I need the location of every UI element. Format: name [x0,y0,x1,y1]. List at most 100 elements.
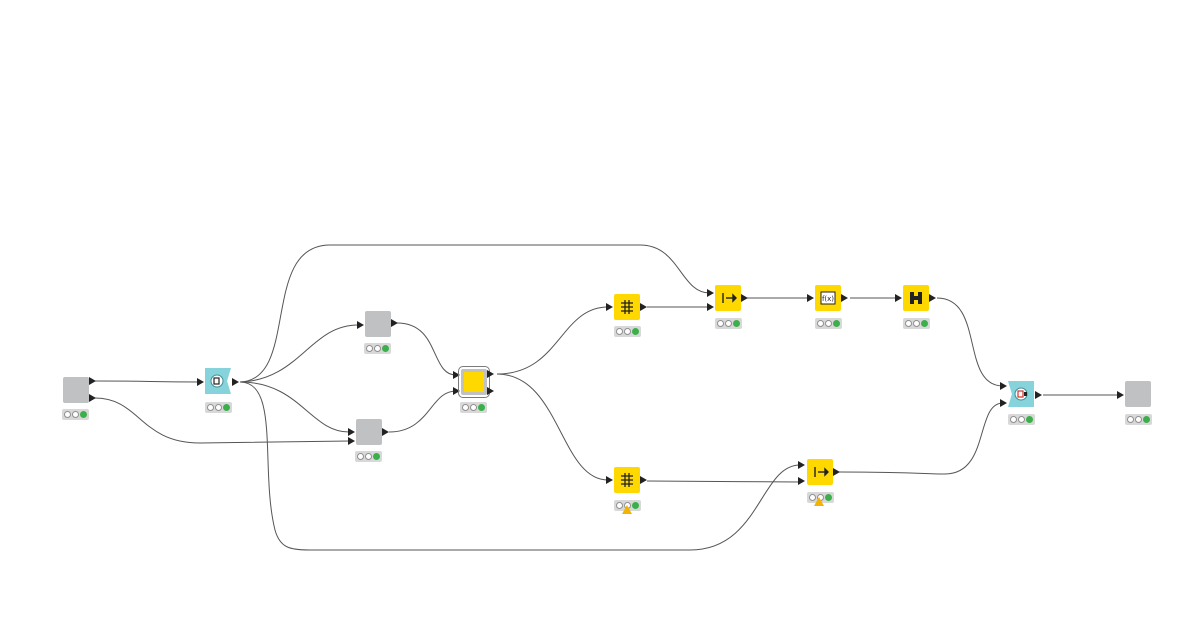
column-appender-node[interactable] [715,285,741,311]
node-status-traffic-light [62,409,89,420]
output-port[interactable] [487,370,494,378]
output-port[interactable] [640,476,647,484]
loop-end-node[interactable] [1008,381,1034,407]
column-filter-node[interactable] [614,467,640,493]
input-port[interactable] [606,476,613,484]
output-port[interactable] [487,387,494,395]
status-led-off [725,320,732,327]
status-led-off [374,345,381,352]
status-led-executed [382,345,389,352]
component-node-3[interactable] [365,311,391,337]
input-port[interactable] [798,477,805,485]
node-status-traffic-light [715,318,742,329]
connection-n9-n12 [936,297,1004,387]
status-led-off [1135,416,1142,423]
warning-icon[interactable] [814,497,824,506]
column-filter-icon [621,473,633,487]
node-status-traffic-light [815,318,842,329]
output-port[interactable] [741,294,748,302]
status-led-executed [373,453,380,460]
input-port[interactable] [798,461,805,469]
connection-n10-n11 [646,480,801,483]
status-led-executed [825,494,832,501]
input-port[interactable] [606,303,613,311]
output-port[interactable] [841,294,848,302]
math-formula-node[interactable]: f(x) [815,285,841,311]
status-led-executed [733,320,740,327]
status-led-off [64,411,71,418]
node-status-traffic-light [614,326,641,337]
column-appender-node[interactable] [807,459,833,485]
column-filter-node[interactable] [614,294,640,320]
input-port[interactable] [453,387,460,395]
connection-n11-n12 [838,402,1004,475]
connection-n2-n4 [239,381,350,433]
status-led-off [365,453,372,460]
input-port[interactable] [1117,391,1124,399]
column-appender-icon [722,293,737,303]
status-led-executed [833,320,840,327]
component-node-1[interactable] [63,377,89,403]
status-led-off [1127,416,1134,423]
output-port[interactable] [929,294,936,302]
svg-text:f(x): f(x) [822,295,834,303]
input-port[interactable] [348,428,355,436]
component-node-13[interactable] [1125,381,1151,407]
status-led-off [1010,416,1017,423]
input-port[interactable] [707,289,714,297]
status-led-off [624,328,631,335]
status-led-off [905,320,912,327]
connection-n5-n10 [496,373,609,481]
component-node-4[interactable] [356,419,382,445]
joiner-node[interactable] [903,285,929,311]
node-status-traffic-light [903,318,930,329]
metanode-selected[interactable] [458,366,490,398]
loop-start-node[interactable] [205,368,231,394]
input-port[interactable] [807,294,814,302]
node-status-traffic-light [205,402,232,413]
output-port[interactable] [1035,391,1042,399]
output-port[interactable] [391,319,398,327]
output-port[interactable] [833,468,840,476]
loop-end-icon [1014,387,1028,401]
connection-n1-n4 [94,397,351,444]
output-port[interactable] [89,377,96,385]
status-led-executed [1143,416,1150,423]
input-port[interactable] [895,294,902,302]
output-port[interactable] [232,378,239,386]
status-led-executed [632,328,639,335]
status-led-off [817,320,824,327]
status-led-off [215,404,222,411]
connection-n4-n5 [388,390,457,433]
output-port[interactable] [382,428,389,436]
node-status-traffic-light [1125,414,1152,425]
loop-start-icon [210,374,224,388]
input-port[interactable] [707,303,714,311]
status-led-executed [632,502,639,509]
node-status-traffic-light [364,343,391,354]
connection-n5-n6 [496,306,609,375]
input-port[interactable] [453,371,460,379]
status-led-executed [478,404,485,411]
output-port[interactable] [640,303,647,311]
column-appender-icon [814,467,829,477]
output-port[interactable] [89,394,96,402]
column-filter-icon [621,300,633,314]
status-led-executed [921,320,928,327]
input-port[interactable] [357,321,364,329]
node-status-traffic-light [1008,414,1035,425]
status-led-executed [1026,416,1033,423]
input-port[interactable] [348,437,355,445]
connection-n1-n2 [94,380,201,383]
input-port[interactable] [1000,382,1007,390]
connection-n2-n11 [239,381,801,551]
status-led-executed [80,411,87,418]
status-led-off [207,404,214,411]
warning-icon[interactable] [622,505,632,514]
status-led-off [616,328,623,335]
input-port[interactable] [197,378,204,386]
input-port[interactable] [1000,399,1007,407]
math-formula-icon: f(x) [820,291,836,305]
